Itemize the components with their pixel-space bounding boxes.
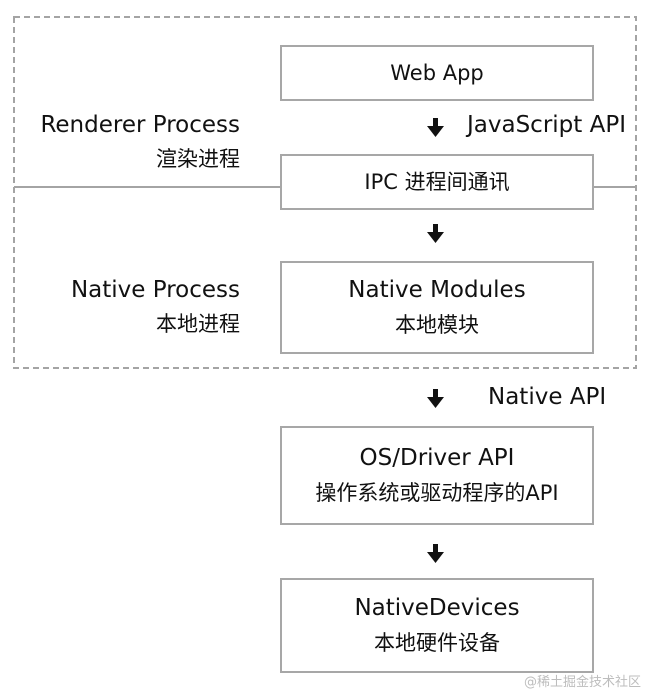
ipc-box: IPC 进程间通讯 bbox=[280, 154, 594, 210]
native-api-label: Native API bbox=[488, 384, 607, 410]
native-process-label: Native Process 本地进程 bbox=[0, 275, 240, 338]
renderer-process-english: Renderer Process bbox=[40, 112, 240, 138]
renderer-process-label: Renderer Process 渲染进程 bbox=[0, 110, 240, 173]
native-process-chinese: 本地进程 bbox=[156, 312, 240, 337]
native-devices-box: NativeDevices 本地硬件设备 bbox=[280, 578, 594, 673]
arrow-webapp-to-ipc bbox=[427, 118, 444, 137]
web-app-box: Web App bbox=[280, 45, 594, 101]
os-driver-sublabel: 操作系统或驱动程序的API bbox=[315, 480, 559, 505]
native-modules-label: Native Modules bbox=[348, 277, 526, 304]
arrow-os-driver-to-native-devices bbox=[427, 544, 444, 563]
javascript-api-label: JavaScript API bbox=[467, 112, 626, 138]
watermark: @稀土掘金技术社区 bbox=[523, 675, 641, 690]
native-devices-label: NativeDevices bbox=[354, 595, 520, 622]
arrow-ipc-to-native-modules bbox=[427, 224, 444, 243]
native-devices-sublabel: 本地硬件设备 bbox=[374, 630, 500, 655]
arrow-native-modules-to-os-driver bbox=[427, 389, 444, 408]
os-driver-label: OS/Driver API bbox=[359, 445, 515, 472]
renderer-process-chinese: 渲染进程 bbox=[156, 147, 240, 172]
os-driver-box: OS/Driver API 操作系统或驱动程序的API bbox=[280, 426, 594, 525]
web-app-label: Web App bbox=[390, 60, 484, 85]
process-boundary bbox=[13, 16, 637, 369]
native-modules-box: Native Modules 本地模块 bbox=[280, 261, 594, 354]
native-modules-sublabel: 本地模块 bbox=[395, 312, 479, 337]
ipc-label: IPC 进程间通讯 bbox=[364, 169, 510, 194]
native-process-english: Native Process bbox=[70, 277, 240, 303]
